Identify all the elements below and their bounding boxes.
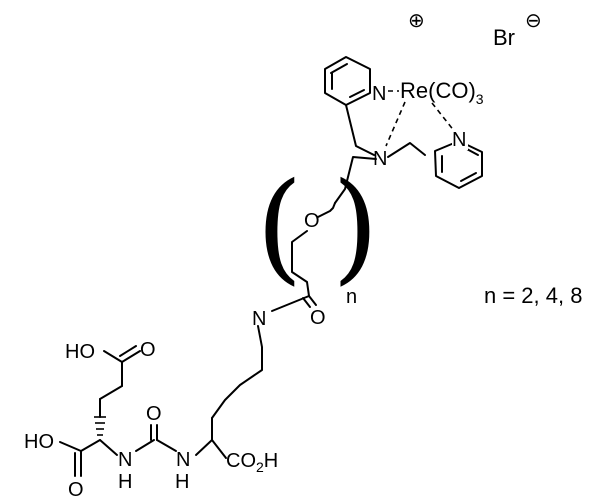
- pyridine-ring-top: [325, 57, 370, 105]
- bond-glu-ca-cooh: [81, 440, 100, 451]
- ether-o: O: [304, 210, 320, 232]
- repeat-paren-left: (: [256, 158, 303, 297]
- urea-o: O: [146, 403, 162, 425]
- bond-glu-cooh-oh: [60, 442, 81, 451]
- urea-n-left: N: [118, 449, 132, 471]
- repeat-n: n: [346, 286, 357, 308]
- glu-stereo-hash: [94, 417, 106, 435]
- n-values-label: n = 2, 4, 8: [484, 283, 582, 308]
- glu-side-ho: HO: [65, 341, 95, 363]
- metal-label: Re(CO)3: [400, 78, 484, 107]
- bond-glu-n-ca: [100, 440, 117, 455]
- glu-ho: HO: [24, 431, 54, 453]
- coord-bond-pyridine-right: [432, 103, 455, 132]
- urea-h-right: H: [175, 471, 189, 493]
- bond-urea-c-n-right: [157, 440, 176, 451]
- lys-cooh: CO2H: [226, 450, 278, 475]
- bond-ch2-to-amine-left: [346, 105, 374, 155]
- bond-carbonyl-to-o: [309, 296, 316, 305]
- lysine-side-chain: [212, 326, 262, 418]
- bromide-charge: ⊖: [525, 10, 542, 32]
- amide-o: O: [310, 307, 326, 329]
- bromide-label: Br: [493, 25, 515, 50]
- bond-urea-c-n-left: [136, 440, 154, 451]
- pyridine-n-right: N: [452, 129, 466, 151]
- bond-carbonyl-to-o-double: [303, 298, 310, 307]
- bond-glu-cg: [100, 386, 122, 399]
- repeat-paren-right: ): [332, 158, 379, 297]
- urea-n-right: N: [176, 449, 190, 471]
- glu-side-o: O: [140, 339, 156, 361]
- bond-lys-ca-cooh: [212, 440, 226, 458]
- amide-n: N: [252, 308, 266, 330]
- bond-ch2-to-pyridine-right: [388, 143, 425, 157]
- complex-charge: ⊕: [408, 10, 425, 32]
- glu-o: O: [68, 479, 84, 500]
- pyridine-n-top: N: [372, 83, 386, 105]
- bond-lys-ca-n: [196, 440, 212, 455]
- coord-bond-amine: [386, 102, 405, 146]
- urea-h-left: H: [118, 471, 132, 493]
